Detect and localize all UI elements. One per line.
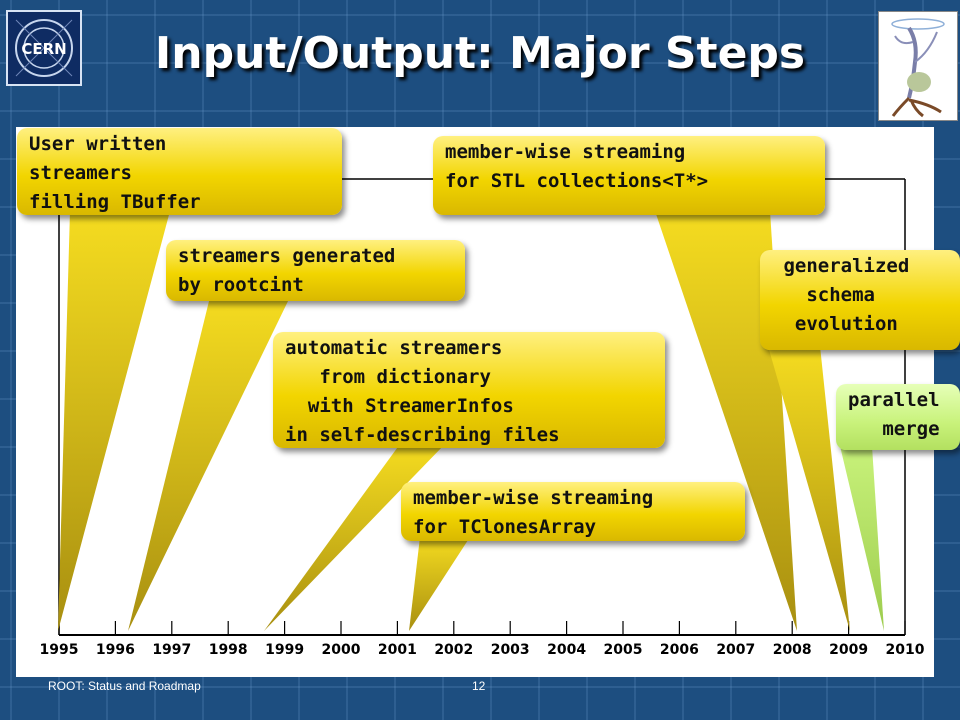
year-label-2009: 2009	[829, 642, 868, 658]
callout-box: parallel merge	[836, 384, 960, 450]
cern-logo-text: CERN	[21, 40, 66, 58]
page-number: 12	[472, 679, 486, 693]
callout-line: from dictionary	[285, 366, 491, 388]
callout-pointer-2009.1	[768, 346, 850, 631]
callout-box: streamers generated by rootcint	[166, 240, 465, 301]
callout-box: member-wise streaming for TClonesArray	[401, 482, 745, 541]
callout-line: automatic streamers	[285, 337, 503, 359]
year-label-2002: 2002	[434, 642, 473, 658]
callout-line: generalized	[772, 255, 910, 277]
callout-box: generalized schema evolution	[760, 250, 960, 350]
callout-box: User written streamers filling TBuffer	[17, 128, 342, 215]
year-label-1996: 1996	[96, 642, 135, 658]
callout-pointer-1996.2	[128, 297, 290, 631]
root-emblem-image	[878, 11, 958, 121]
callout-line: evolution	[772, 313, 898, 335]
root-tree-figure-icon	[891, 18, 945, 118]
callout-box: member-wise streaming for STL collections…	[433, 136, 825, 215]
callout-line: filling TBuffer	[29, 191, 201, 213]
callout-line: in self-describing files	[285, 424, 560, 446]
callout-line: schema	[772, 284, 875, 306]
callout-box: automatic streamers from dictionary with…	[273, 332, 665, 448]
year-label-2001: 2001	[378, 642, 417, 658]
callout-pointer-2009.7	[840, 446, 884, 631]
callout-line: with StreamerInfos	[285, 395, 514, 417]
cern-logo-graphic: CERN	[15, 19, 73, 77]
callout-pointer-1998.8	[264, 444, 445, 631]
year-label-2004: 2004	[547, 642, 586, 658]
year-label-2010: 2010	[886, 642, 925, 658]
callout-line: for STL collections<T*>	[445, 170, 709, 192]
callout-line: streamers	[29, 162, 132, 184]
callout-line: User written	[29, 133, 167, 155]
callout-line: member-wise streaming	[413, 487, 654, 509]
cern-logo: CERN	[6, 10, 82, 86]
callout-line: for TClonesArray	[413, 516, 597, 538]
slide-title: Input/Output: Major Steps	[154, 28, 806, 79]
year-label-2007: 2007	[716, 642, 755, 658]
year-label-1999: 1999	[265, 642, 304, 658]
callout-line: parallel	[848, 389, 940, 411]
year-label-1997: 1997	[152, 642, 191, 658]
year-label-2005: 2005	[604, 642, 643, 658]
year-label-2006: 2006	[660, 642, 699, 658]
year-label-2008: 2008	[773, 642, 812, 658]
callout-pointer-2001.3	[409, 537, 470, 631]
footer-title: ROOT: Status and Roadmap	[48, 679, 201, 693]
year-label-1998: 1998	[209, 642, 248, 658]
callout-line: by rootcint	[178, 274, 304, 296]
callout-line: merge	[848, 418, 940, 440]
year-label-1995: 1995	[40, 642, 79, 658]
year-label-2000: 2000	[322, 642, 361, 658]
callout-line: member-wise streaming	[445, 141, 686, 163]
callout-pointer-1995	[58, 211, 170, 631]
callout-line: streamers generated	[178, 245, 396, 267]
year-label-2003: 2003	[491, 642, 530, 658]
